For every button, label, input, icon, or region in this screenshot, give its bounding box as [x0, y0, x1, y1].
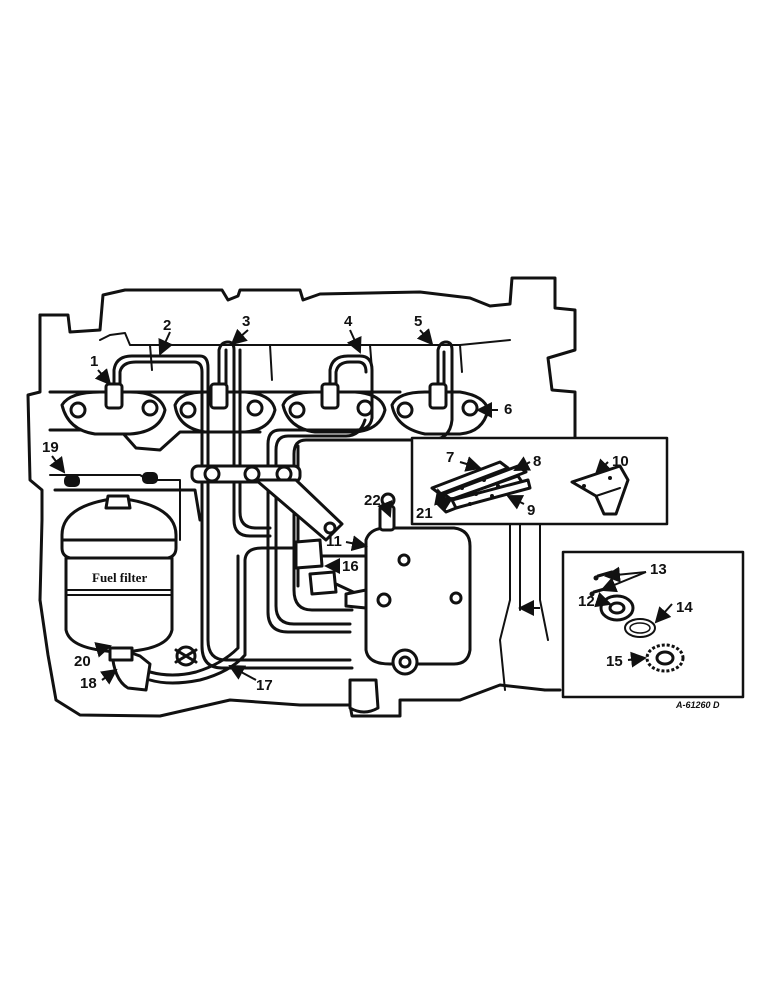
callout-labels: 1 2 3 4 5 6 7 8 9 10 11 12 13 14 15 16 1…	[42, 313, 693, 694]
callout-3: 3	[242, 313, 250, 330]
injector-row	[60, 382, 490, 436]
fuel-filter-label: Fuel filter	[92, 570, 147, 585]
callout-1: 1	[90, 353, 98, 370]
callout-8: 8	[533, 453, 541, 470]
callout-19: 19	[42, 439, 59, 456]
callout-2: 2	[163, 317, 171, 334]
callout-13: 13	[650, 561, 667, 578]
injection-pump	[294, 492, 472, 714]
callout-10: 10	[612, 453, 629, 470]
inset-gear-parts	[518, 550, 745, 699]
callout-17: 17	[256, 677, 273, 694]
line-bracket	[190, 464, 344, 542]
callout-21: 21	[416, 505, 433, 522]
callout-11: 11	[326, 533, 342, 550]
inset-brackets	[410, 436, 669, 526]
fuel-filter: Fuel filter	[60, 472, 178, 662]
callout-18: 18	[80, 675, 97, 692]
callout-16: 16	[342, 558, 359, 575]
callout-7: 7	[446, 449, 454, 466]
callout-leaders	[49, 328, 673, 685]
callout-4: 4	[344, 313, 353, 330]
reference-code: A-61260 D	[675, 700, 720, 710]
callout-5: 5	[414, 313, 422, 330]
callout-22: 22	[364, 492, 381, 509]
callout-12: 12	[578, 593, 595, 610]
callout-6: 6	[504, 401, 512, 418]
callout-9: 9	[527, 502, 535, 519]
callout-15: 15	[606, 653, 623, 670]
callout-14: 14	[676, 599, 693, 616]
callout-20: 20	[74, 653, 91, 670]
